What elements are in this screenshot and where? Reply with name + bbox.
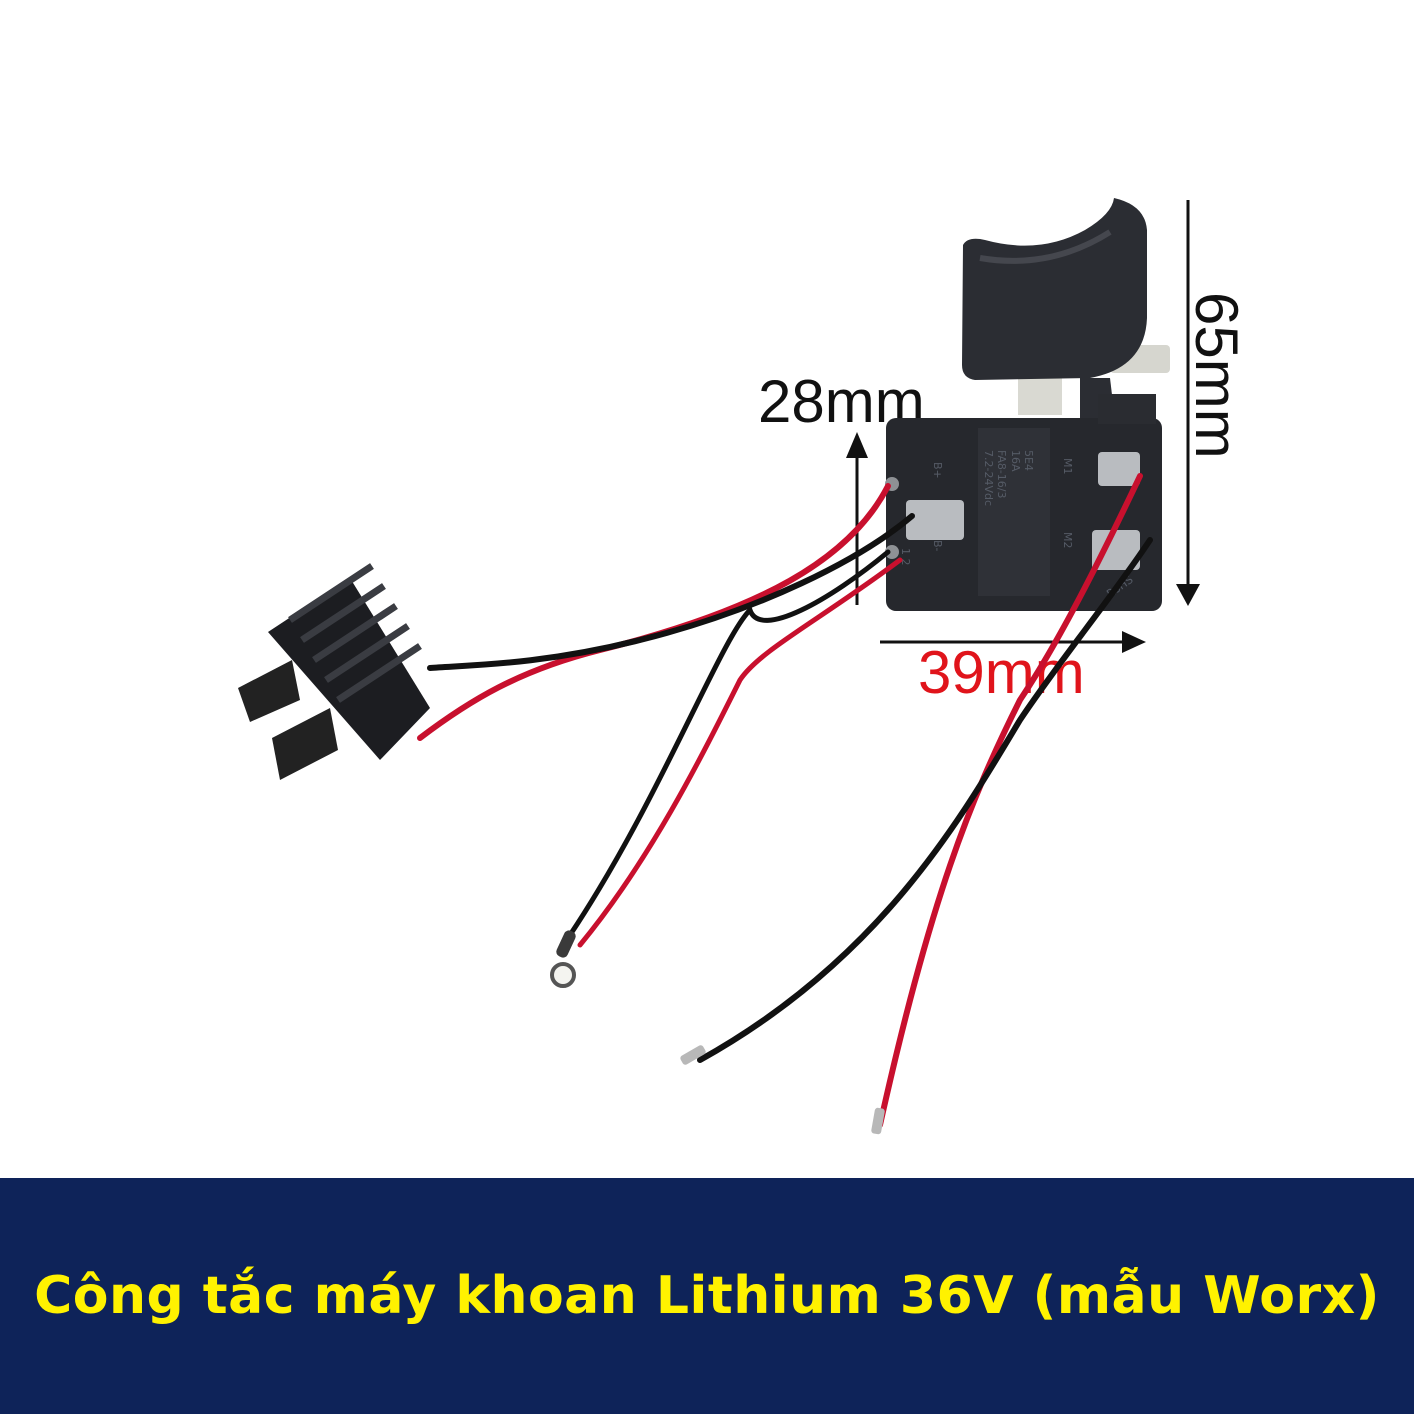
switch-current-marking: 16A [1009,450,1022,472]
product-photo: 65mm 28mm 39mm FA8-16/3 7.2-24Vdc 16A 5E… [238,198,1250,1135]
terminal-b-plus-label: B+ [931,462,944,479]
switch-cycle-marking: 5E4 [1022,450,1035,471]
switch-model-marking: FA8-16/3 [995,450,1008,499]
switch-rating-marking: 7.2-24Vdc [982,450,995,506]
product-caption: Công tắc máy khoan Lithium 36V (mẫu Worx… [34,1266,1380,1326]
terminal-m1-label: M1 [1061,458,1074,475]
terminal-b-minus-label: B- [931,540,944,552]
trigger-button [962,198,1170,420]
battery-connector [238,563,430,780]
width-dimension-label: 39mm [918,639,1085,706]
height-dimension-label: 65mm [1183,292,1250,459]
height-dimension: 65mm [1176,200,1250,606]
switch-body: FA8-16/3 7.2-24Vdc 16A 5E4 B+ B- M1 M2 1… [885,394,1162,611]
terminal-pin-numbers: 1 2 [899,548,912,566]
wires [417,473,1153,1128]
width-dimension: 39mm [880,631,1146,706]
wire-ends [550,930,885,1135]
led-icon [550,962,576,988]
caption-bar: Công tắc máy khoan Lithium 36V (mẫu Worx… [0,1178,1414,1414]
terminal-m2-label: M2 [1061,532,1074,549]
